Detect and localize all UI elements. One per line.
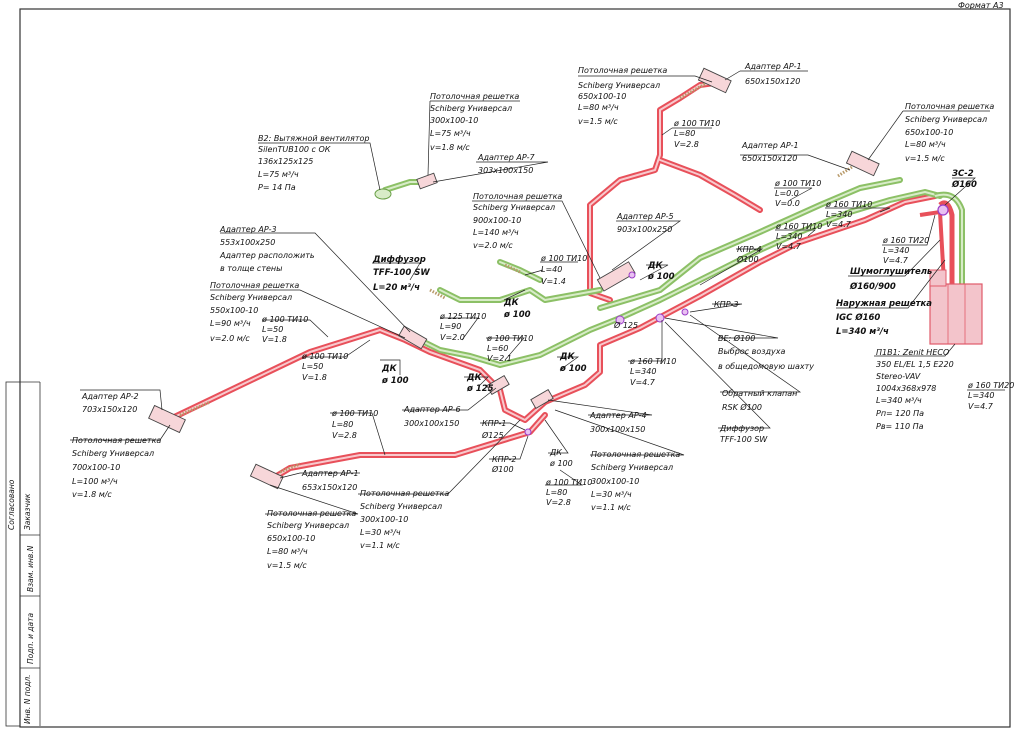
stamp-sign-date: Подп. и дата xyxy=(26,613,35,664)
stamp-customer: Заказчик xyxy=(23,493,32,530)
grille-ar1-tr-icon xyxy=(845,150,880,177)
grille-ar5-icon xyxy=(596,261,636,292)
stamp-approved: Согласовано xyxy=(7,479,16,530)
grille-ar1-low-icon xyxy=(249,463,284,490)
grille-ar6-icon xyxy=(486,375,510,395)
fan-b2 xyxy=(374,188,392,200)
grille-symbols xyxy=(148,67,880,490)
ventilation-unit xyxy=(929,269,983,345)
grille-ar1-top-icon xyxy=(697,67,732,94)
stamp-replacement: Взам. инв.N xyxy=(26,545,35,592)
sheet-frame xyxy=(19,8,1011,728)
flex-ducts xyxy=(179,82,853,474)
grille-ar2-icon xyxy=(148,404,186,434)
stamp-inventory: Инв. N подл. xyxy=(23,674,32,724)
side-stamp-text: Согласовано Заказчик Взам. инв.N Подп. и… xyxy=(7,479,35,724)
leader-lines xyxy=(70,70,1005,515)
grille-ar3-icon xyxy=(398,325,428,350)
grille-ar4-icon xyxy=(530,389,554,409)
format-label: Формат А3 xyxy=(958,1,1004,10)
grille-ar7-icon xyxy=(416,172,438,190)
side-stamp xyxy=(5,381,41,727)
